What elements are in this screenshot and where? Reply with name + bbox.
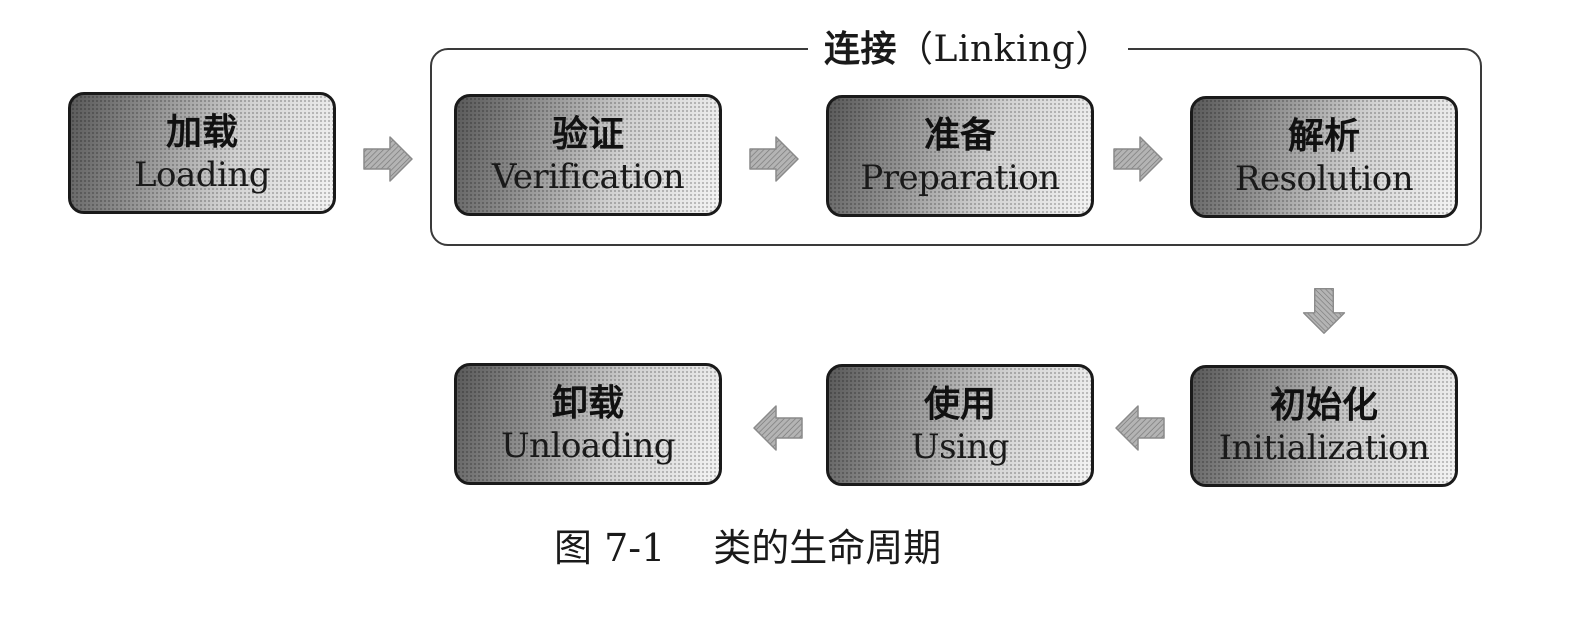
stage-using-en: Using [910, 427, 1010, 467]
stage-preparation-box: 准备 Preparation [826, 95, 1094, 217]
stage-verification-en: Verification [491, 157, 685, 197]
stage-resolution-en: Resolution [1234, 159, 1414, 199]
linking-group-title: 连接（Linking） [808, 24, 1128, 74]
figure-caption: 图 7-1 类的生命周期 [554, 520, 941, 576]
stage-initialization-cn: 初始化 [1269, 384, 1378, 426]
stage-preparation-en: Preparation [860, 158, 1060, 198]
arrow-right-icon [360, 133, 416, 185]
stage-loading-cn: 加载 [165, 111, 238, 153]
linking-title-close-paren: ） [1075, 29, 1112, 70]
arrow-left-icon [750, 402, 806, 454]
stage-unloading-box: 卸载 Unloading [454, 363, 722, 485]
stage-resolution-cn: 解析 [1287, 115, 1360, 157]
arrow-right-icon [746, 133, 802, 185]
linking-title-open-paren: （ [897, 29, 934, 70]
figure-number: 图 7-1 [554, 526, 666, 570]
stage-unloading-en: Unloading [501, 426, 675, 466]
linking-title-en: Linking [933, 29, 1076, 70]
stage-using-box: 使用 Using [826, 364, 1094, 486]
stage-initialization-en: Initialization [1218, 428, 1430, 468]
stage-resolution-box: 解析 Resolution [1190, 96, 1458, 218]
arrow-left-icon [1112, 402, 1168, 454]
stage-verification-cn: 验证 [551, 113, 624, 155]
stage-loading-en: Loading [133, 155, 271, 195]
stage-verification-box: 验证 Verification [454, 94, 722, 216]
stage-using-cn: 使用 [923, 383, 996, 425]
stage-unloading-cn: 卸载 [551, 382, 624, 424]
linking-title-cn: 连接 [824, 28, 898, 70]
arrow-down-icon [1298, 283, 1350, 339]
stage-preparation-cn: 准备 [923, 114, 996, 156]
stage-initialization-box: 初始化 Initialization [1190, 365, 1458, 487]
arrow-right-icon [1110, 133, 1166, 185]
stage-loading-box: 加载 Loading [68, 92, 336, 214]
figure-title: 类的生命周期 [713, 526, 942, 570]
